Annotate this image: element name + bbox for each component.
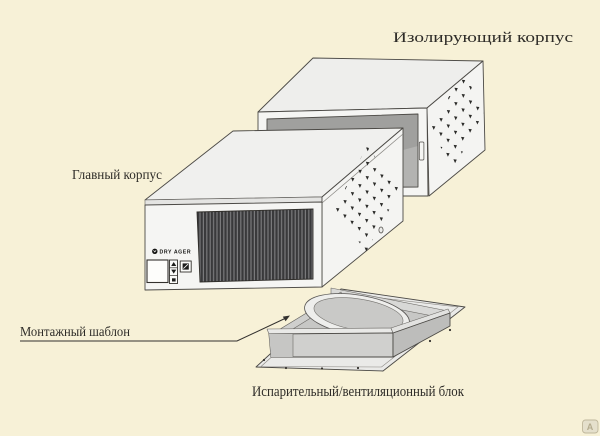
mounting-template-leader [20, 315, 290, 342]
button-up-icon [171, 262, 177, 266]
ventilation-grille [196, 208, 314, 283]
control-panel [146, 259, 192, 284]
power-icon-slash [183, 263, 189, 269]
watermark-letter: A [587, 422, 594, 432]
brand-logo: DRY AGER [152, 248, 192, 256]
label-insulating-housing: Изолирующий корпус [393, 30, 573, 46]
flange-screws [262, 328, 452, 370]
brand-logo-icon [152, 248, 158, 254]
frame-slot [418, 141, 425, 161]
leader-arrowhead [282, 315, 290, 322]
insulating-side-panel [426, 60, 486, 197]
button-down-icon [171, 269, 177, 274]
label-evaporator-unit: Испарительный/вентиляционный блок [252, 384, 465, 400]
brand-logo-glyph [153, 250, 157, 253]
button-dot-icon [172, 278, 176, 282]
brand-name: DRY AGER [160, 250, 192, 256]
label-mounting-template: Монтажный шаблон [20, 324, 130, 339]
label-main-housing: Главный корпус [72, 167, 162, 182]
tray-right-wall [392, 312, 451, 358]
tray-front-wall-left-segment [269, 334, 293, 357]
insulating-interior-floor [403, 146, 418, 187]
evaporator-unit-drawing [255, 287, 466, 372]
main-housing: DRY AGER [144, 127, 404, 291]
main-side-lid-line [321, 133, 404, 204]
watermark-badge: A [582, 419, 599, 434]
keyhole-detail [378, 226, 384, 234]
display-window [146, 259, 169, 284]
